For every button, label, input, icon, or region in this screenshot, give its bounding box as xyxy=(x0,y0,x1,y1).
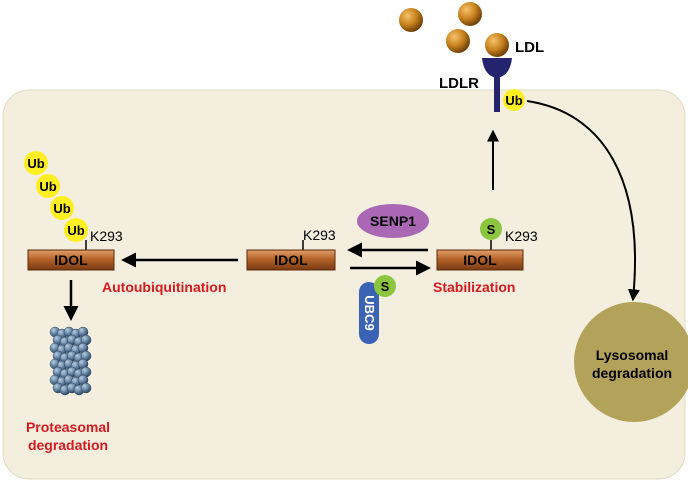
ubiquitin xyxy=(24,151,48,175)
ldl-label: LDL xyxy=(515,39,544,56)
ubiquitin xyxy=(50,196,74,220)
ubiquitin-chain xyxy=(24,151,88,242)
ldl-particle xyxy=(485,33,509,57)
senp1-enzyme xyxy=(357,204,429,238)
proteasome xyxy=(49,326,92,396)
ubiquitin-ldlr xyxy=(503,89,525,111)
ubc9-enzyme xyxy=(359,282,379,344)
ldlr-receptor xyxy=(482,58,512,112)
ubiquitin-label-1: Ub xyxy=(27,156,44,171)
ubiquitin-label-3: Ub xyxy=(53,201,70,216)
lysosomal-degradation-line2: degradation xyxy=(592,365,672,381)
sumo-on-ubc9-label: S xyxy=(381,279,390,294)
ldlr-label: LDLR xyxy=(439,75,479,92)
ubiquitin xyxy=(36,174,60,198)
ldl-particle xyxy=(458,2,482,26)
proteasomal-degradation-line2: degradation xyxy=(28,437,108,453)
arrow-to-lysosome xyxy=(526,100,640,302)
lysosome xyxy=(574,302,688,422)
ubiquitin-label-4: Ub xyxy=(67,223,84,238)
ubiquitin xyxy=(64,218,88,242)
k293-label-ubiquitinated: K293 xyxy=(90,228,123,244)
senp1-label: SENP1 xyxy=(370,213,416,229)
sumo-on-ubc9 xyxy=(374,275,396,297)
ubiquitin-label-2: Ub xyxy=(39,179,56,194)
sumo-on-idol-label: S xyxy=(487,222,496,237)
stabilization-label: Stabilization xyxy=(433,279,515,295)
sumo-on-idol xyxy=(480,218,502,240)
ubc9-label: UBC9 xyxy=(362,295,377,330)
ldl-particles xyxy=(399,2,509,57)
k293-label-middle: K293 xyxy=(303,227,336,243)
idol-box-ubiquitinated xyxy=(27,249,115,271)
idol-box-middle xyxy=(246,249,336,271)
idol-label-ubiquitinated: IDOL xyxy=(54,252,88,268)
idol-label-stabilized: IDOL xyxy=(463,252,497,268)
autoubiquitination-label: Autoubiquitination xyxy=(102,279,226,295)
idol-label-middle: IDOL xyxy=(274,252,308,268)
lysosomal-degradation-line1: Lysosomal xyxy=(596,347,669,363)
proteasome-subunit xyxy=(80,382,92,394)
ldl-particle xyxy=(399,8,423,32)
idol-box-stabilized xyxy=(436,249,524,271)
cell-background xyxy=(2,89,686,480)
proteasomal-degradation-line1: Proteasomal xyxy=(26,419,110,435)
ldl-particle xyxy=(446,29,470,53)
k293-label-stabilized: K293 xyxy=(505,228,538,244)
ubiquitin-ldlr-label: Ub xyxy=(505,93,522,108)
